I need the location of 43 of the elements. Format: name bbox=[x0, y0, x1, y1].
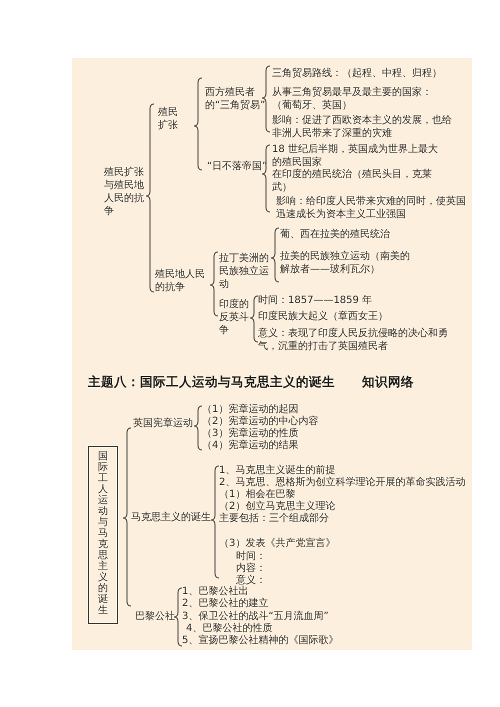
map-text: 18 世纪后半期，英国成为世界上最大的殖民国家 bbox=[272, 143, 439, 168]
map-text: 在印度的殖民统治（殖民头目，克莱武） bbox=[272, 168, 433, 194]
vertical-title-box bbox=[88, 446, 118, 624]
map-text: （4）宪章运动的结果 bbox=[202, 439, 300, 452]
map-text: 3、保卫公社的战斗“五月流血周” bbox=[182, 610, 330, 622]
map-text: 影响：给印度人民带来灾难的同时，使英国迅速成长为资本主义工业强国 bbox=[276, 195, 466, 221]
map-text: 主要包括：三个组成部分 bbox=[219, 512, 330, 525]
map-text: （2）创立马克思主义理论 bbox=[219, 500, 336, 512]
map-text: 2、马克思、恩格斯为创立科学理论开展的革命实践活动 bbox=[219, 476, 466, 488]
map-text: 时间：1857——1859 年 bbox=[258, 294, 374, 307]
map-text: 2、巴黎公社的建立 bbox=[182, 597, 270, 610]
map-text: 1、马克思主义诞生的前提 bbox=[219, 464, 336, 476]
map-text: 影响：促进了西欧资本主义的发展，也给非洲人民带来了深重的灾难 bbox=[272, 114, 452, 140]
map-text: 殖民扩张 bbox=[158, 106, 179, 132]
map-text: 意义：表现了印度人民反抗侵略的决心和勇气，沉重的打击了英国殖民者 bbox=[258, 327, 449, 353]
map-text: 印度民族大起义（章西女王） bbox=[258, 310, 389, 323]
map-text: 意义： bbox=[236, 574, 267, 586]
map-text: 三角贸易路线：（起程、中程、归程） bbox=[272, 67, 443, 80]
map-text: 4、巴黎公社的性质 bbox=[186, 622, 274, 634]
map-text: （1）相会在巴黎 bbox=[219, 488, 296, 500]
map-text: 殖民地人民的抗争 bbox=[155, 268, 206, 294]
map-text: 时间： bbox=[236, 550, 267, 562]
heading: 知识网络 bbox=[362, 374, 414, 389]
map-text: 殖民扩张与殖民地人民的抗争 bbox=[104, 166, 145, 218]
map-text: （3）宪章运动的性质 bbox=[202, 427, 300, 440]
map-text: 印度的反英斗争 bbox=[219, 298, 250, 337]
heading: 主题八：国际工人运动与马克思主义的诞生 bbox=[88, 374, 335, 389]
map-text: 巴黎公社 bbox=[135, 610, 176, 623]
map-text: 西方殖民者的“三角贸易” bbox=[205, 86, 266, 112]
map-text: 5、宣扬巴黎公社精神的《国际歌》 bbox=[182, 634, 340, 647]
map-text: 葡、西在拉美的殖民统治 bbox=[280, 228, 391, 241]
map-text: 拉美的民族独立运动（南美的解放者——玻利瓦尔） bbox=[280, 250, 410, 276]
map-text: 内容： bbox=[236, 562, 267, 574]
map-text: 从事三角贸易最早及最主要的国家：（葡萄牙、英国） bbox=[272, 86, 433, 112]
map-text: “日不落帝国” bbox=[207, 160, 268, 173]
map-text: 马克思主义的诞生 bbox=[131, 511, 212, 524]
map-text: 拉丁美洲的民族独立运动 bbox=[219, 252, 270, 291]
map-text: （1）宪章运动的起因 bbox=[202, 403, 300, 416]
map-text: （2）宪章运动的中心内容 bbox=[202, 415, 320, 428]
map-text: 1、巴黎公社出 bbox=[182, 585, 250, 598]
map-text: （3）发表《共产党宣言》 bbox=[219, 537, 336, 550]
map-text: 英国宪章运动 bbox=[133, 417, 194, 430]
box-title: 国际工人运动与马克思主义的诞生 bbox=[98, 451, 108, 616]
